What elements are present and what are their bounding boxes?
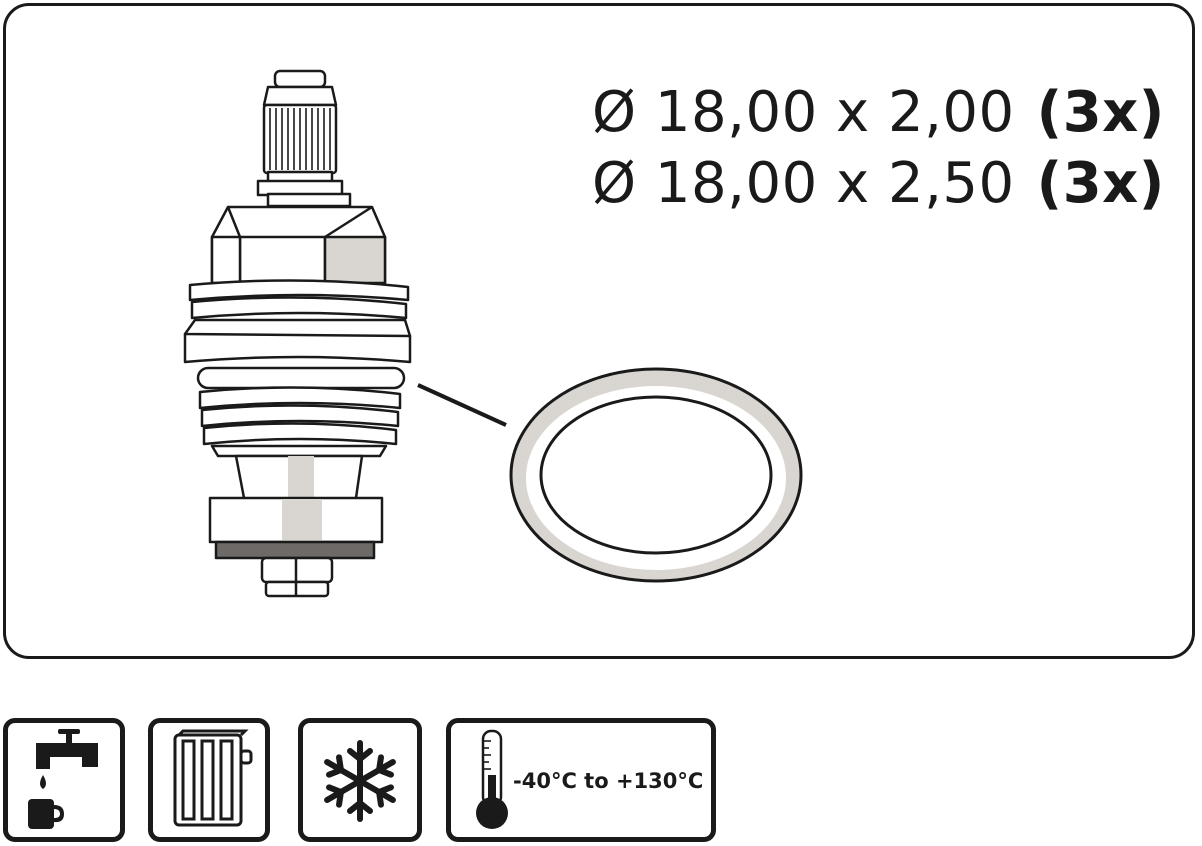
radiator-icon — [173, 729, 253, 827]
tap-water-icon — [28, 729, 98, 829]
snowflake-icon — [324, 740, 396, 822]
upper-thread-1 — [188, 279, 410, 302]
leader-line — [417, 383, 507, 427]
heating-box — [148, 718, 270, 842]
temperature-box: -40°C to +130°C — [446, 718, 716, 842]
rubber-washer — [214, 540, 376, 560]
spec-qty-2: (3x) — [1036, 151, 1165, 216]
spec-qty-1: (3x) — [1036, 80, 1165, 145]
sealing-ring-inner — [539, 395, 773, 555]
spec-line-1: Ø 18,00 x 2,00 (3x) — [592, 80, 1165, 145]
spindle-washer — [266, 192, 352, 208]
cold-box — [298, 718, 422, 842]
lower-thread-3 — [202, 422, 398, 446]
upper-thread-2 — [190, 296, 408, 320]
spindle-cap — [273, 69, 327, 89]
spindle-collar — [262, 85, 338, 107]
o-ring — [196, 366, 406, 390]
lower-thread-1 — [198, 386, 402, 410]
product-panel — [3, 3, 1195, 659]
spec-size-1: Ø 18,00 x 2,00 — [592, 80, 1015, 145]
drinking-water-box — [3, 718, 125, 842]
lower-thread-2 — [200, 404, 400, 428]
temperature-range-label: -40°C to +130°C — [513, 769, 704, 793]
spec-line-2: Ø 18,00 x 2,50 (3x) — [592, 151, 1165, 216]
spec-size-2: Ø 18,00 x 2,50 — [592, 151, 1015, 216]
thermometer-icon — [476, 729, 508, 829]
